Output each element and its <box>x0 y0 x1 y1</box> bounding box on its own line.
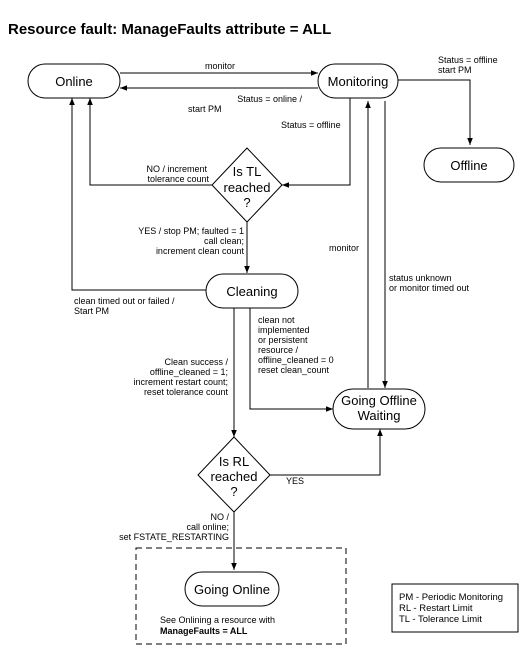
state-going-online <box>184 571 280 607</box>
label-clean-not-impl-1: clean not <box>258 315 295 325</box>
state-monitoring-label: Monitoring <box>328 74 389 89</box>
state-going-offline-label-2: Waiting <box>358 408 401 423</box>
label-no-call-online-3: set FSTATE_RESTARTING <box>119 532 229 542</box>
state-going-offline-waiting <box>332 388 426 430</box>
label-clean-success-2: offline_cleaned = 1; <box>150 367 228 377</box>
label-yes-stop-1: YES / stop PM; faulted = 1 <box>138 226 244 236</box>
decision-rl-reached <box>197 436 271 513</box>
decision-rl-line-1: Is RL <box>219 454 249 469</box>
edge-monitoring-to-tl <box>282 98 351 188</box>
decision-rl-line-2: reached <box>211 469 258 484</box>
label-clean-timed-out-1: clean timed out or failed / <box>74 296 175 306</box>
state-cleaning <box>205 273 299 309</box>
state-online-label: Online <box>55 74 93 89</box>
legend-rl: RL - Restart Limit <box>399 603 473 614</box>
state-online <box>27 63 121 99</box>
label-yes-stop-3: increment clean count <box>156 246 245 256</box>
edge-tl-to-online <box>87 98 212 186</box>
edge-monitoring-to-offline <box>398 79 473 145</box>
state-offline-label: Offline <box>450 158 487 173</box>
label-clean-success-1: Clean success / <box>164 357 228 367</box>
label-status-offline-right-1: Status = offline <box>438 55 498 65</box>
note-line-1: See Onlining a resource with <box>160 615 275 625</box>
legend-box <box>391 583 519 633</box>
label-yes-stop-2: call clean; <box>204 236 244 246</box>
diagram-title: Resource fault: ManageFaults attribute =… <box>8 21 331 38</box>
label-no-increment-2: tolerance count <box>147 174 209 184</box>
label-clean-not-impl-3: or persistent <box>258 335 308 345</box>
label-yes: YES <box>286 476 304 486</box>
state-offline <box>423 147 515 183</box>
label-no-increment-1: NO / increment <box>146 164 207 174</box>
label-clean-success-3: increment restart count; <box>133 377 228 387</box>
edge-cleaning-to-going-offline <box>249 308 333 412</box>
label-status-unknown-1: status unknown <box>389 273 452 283</box>
label-clean-success-4: reset tolerance count <box>144 387 229 397</box>
note-line-2: ManageFaults = ALL <box>160 626 248 636</box>
label-clean-timed-out-2: Start PM <box>74 306 109 316</box>
label-monitor-mid: monitor <box>329 243 359 253</box>
decision-tl-reached <box>211 147 283 223</box>
decision-tl-line-3: ? <box>243 195 250 210</box>
label-status-online-2: start PM <box>188 104 222 114</box>
legend-tl: TL - Tolerance Limit <box>399 614 482 625</box>
label-clean-not-impl-5: offline_cleaned = 0 <box>258 355 334 365</box>
state-going-online-label: Going Online <box>194 582 270 597</box>
label-status-online-1: Status = online / <box>237 94 302 104</box>
label-clean-not-impl-4: resource / <box>258 345 299 355</box>
decision-rl-line-3: ? <box>230 484 237 499</box>
label-clean-not-impl-6: reset clean_count <box>258 365 330 375</box>
going-online-group-box <box>135 547 347 645</box>
label-status-unknown-2: or monitor timed out <box>389 283 470 293</box>
state-monitoring <box>317 63 399 99</box>
label-status-offline: Status = offline <box>281 120 341 130</box>
edge-cleaning-to-online <box>69 98 206 291</box>
edge-rl-to-going-offline <box>270 429 383 476</box>
state-going-offline-label-1: Going Offline <box>341 393 417 408</box>
label-status-offline-right-2: start PM <box>438 65 472 75</box>
label-clean-not-impl-2: implemented <box>258 325 310 335</box>
label-no-call-online-1: NO / <box>210 512 229 522</box>
decision-tl-line-1: Is TL <box>233 164 262 179</box>
label-no-call-online-2: call online; <box>186 522 229 532</box>
state-cleaning-label: Cleaning <box>226 284 277 299</box>
label-monitor-top: monitor <box>205 61 235 71</box>
legend-pm: PM - Periodic Monitoring <box>399 592 503 603</box>
decision-tl-line-2: reached <box>224 180 271 195</box>
